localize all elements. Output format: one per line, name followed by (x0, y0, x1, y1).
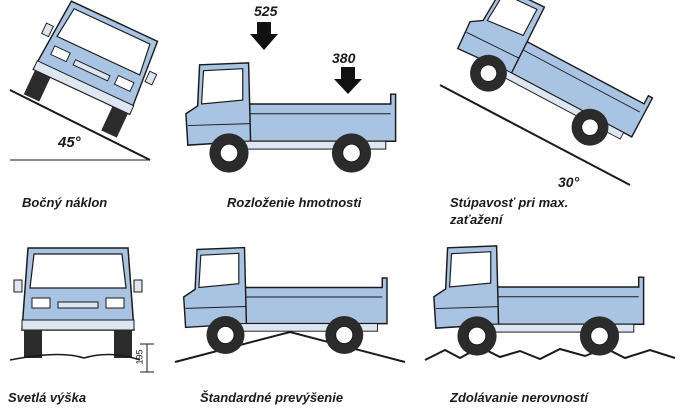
caption-side-tilt: Bočný náklon (22, 195, 108, 210)
caption-climb-line2: zaťažení (450, 212, 503, 227)
front-load-label: 525 (254, 3, 278, 19)
truck-side-view-rough (433, 245, 645, 357)
slope-line (9, 89, 151, 161)
side-tilt-illustration (9, 0, 171, 161)
truck-side-view (185, 62, 397, 174)
caption-clearance: Svetlá výška (8, 390, 87, 405)
rough-illustration (424, 245, 676, 361)
caption-rough: Zdolávanie nerovností (450, 390, 588, 405)
truck-side-view-climb (443, 0, 667, 164)
panel-crest: Štandardné prevýšenie (170, 232, 410, 409)
rear-load-arrow (334, 67, 362, 94)
panel-clearance: 195 Svetlá výška (0, 232, 170, 409)
truck-front-view (14, 0, 171, 143)
climb-illustration (439, 0, 667, 186)
climb-angle-label: 30° (558, 174, 580, 190)
truck-side-view-crest (182, 246, 388, 355)
truck-front-view-clearance (13, 247, 143, 359)
incline-line (439, 84, 631, 186)
panel-rough: Zdolávanie nerovností (420, 232, 687, 409)
clearance-illustration (9, 247, 154, 373)
weight-illustration (185, 22, 397, 174)
clearance-dimension-label: 195 (134, 349, 145, 365)
caption-climb-line1: Stúpavosť pri max. (450, 195, 569, 210)
crest-illustration (174, 246, 406, 363)
front-load-arrow (250, 22, 278, 50)
rear-load-label: 380 (332, 50, 356, 66)
tilt-angle-label: 45° (58, 134, 81, 151)
caption-weight: Rozloženie hmotnosti (227, 195, 362, 210)
panel-climb: 30° Stúpavosť pri max. zaťažení (430, 0, 687, 230)
ground-profile (9, 353, 141, 361)
crest-profile (174, 330, 406, 363)
panel-weight: 525 380 Rozloženie hmotnosti (170, 0, 420, 225)
panel-side-tilt: 45° Bočný náklon (0, 0, 200, 210)
rough-ground-profile (424, 345, 676, 361)
caption-crest: Štandardné prevýšenie (200, 390, 344, 405)
